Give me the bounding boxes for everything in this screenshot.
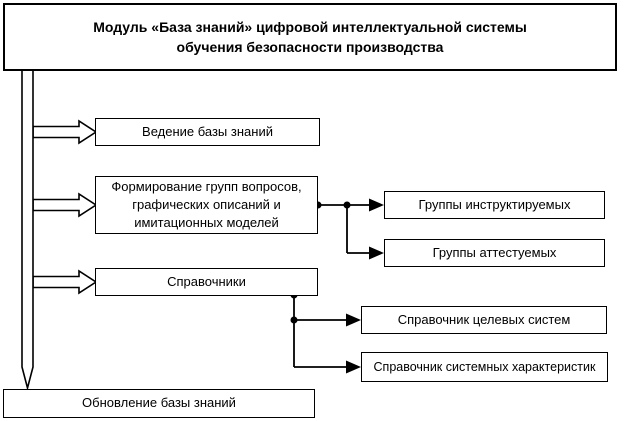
main-flow-arrow	[21, 71, 34, 392]
branch-arrow-formation	[32, 192, 98, 218]
arrowhead	[369, 246, 384, 260]
connector-references	[290, 291, 361, 374]
arrowhead	[346, 360, 361, 374]
branch-arrow-maintenance	[32, 119, 98, 145]
box-instructed-groups: Группы инструктируемых	[384, 191, 605, 219]
box-certified-groups: Группы аттестуемых	[384, 239, 605, 267]
branch-arrow-references	[32, 269, 98, 295]
box-system-characteristics-reference: Справочник системных характеристик	[361, 352, 608, 382]
arrowhead	[346, 313, 361, 327]
box-knowledge-base-maintenance: Ведение базы знаний	[95, 118, 320, 146]
box-knowledge-base-update: Обновление базы знаний	[3, 389, 315, 418]
box-question-groups-formation: Формирование групп вопросов, графических…	[95, 176, 318, 234]
connector-groups	[314, 198, 384, 260]
arrowhead	[369, 198, 384, 212]
box-reference-books: Справочники	[95, 268, 318, 296]
box-target-systems-reference: Справочник целевых систем	[361, 306, 607, 334]
module-title: Модуль «База знаний» цифровой интеллекту…	[3, 3, 617, 71]
